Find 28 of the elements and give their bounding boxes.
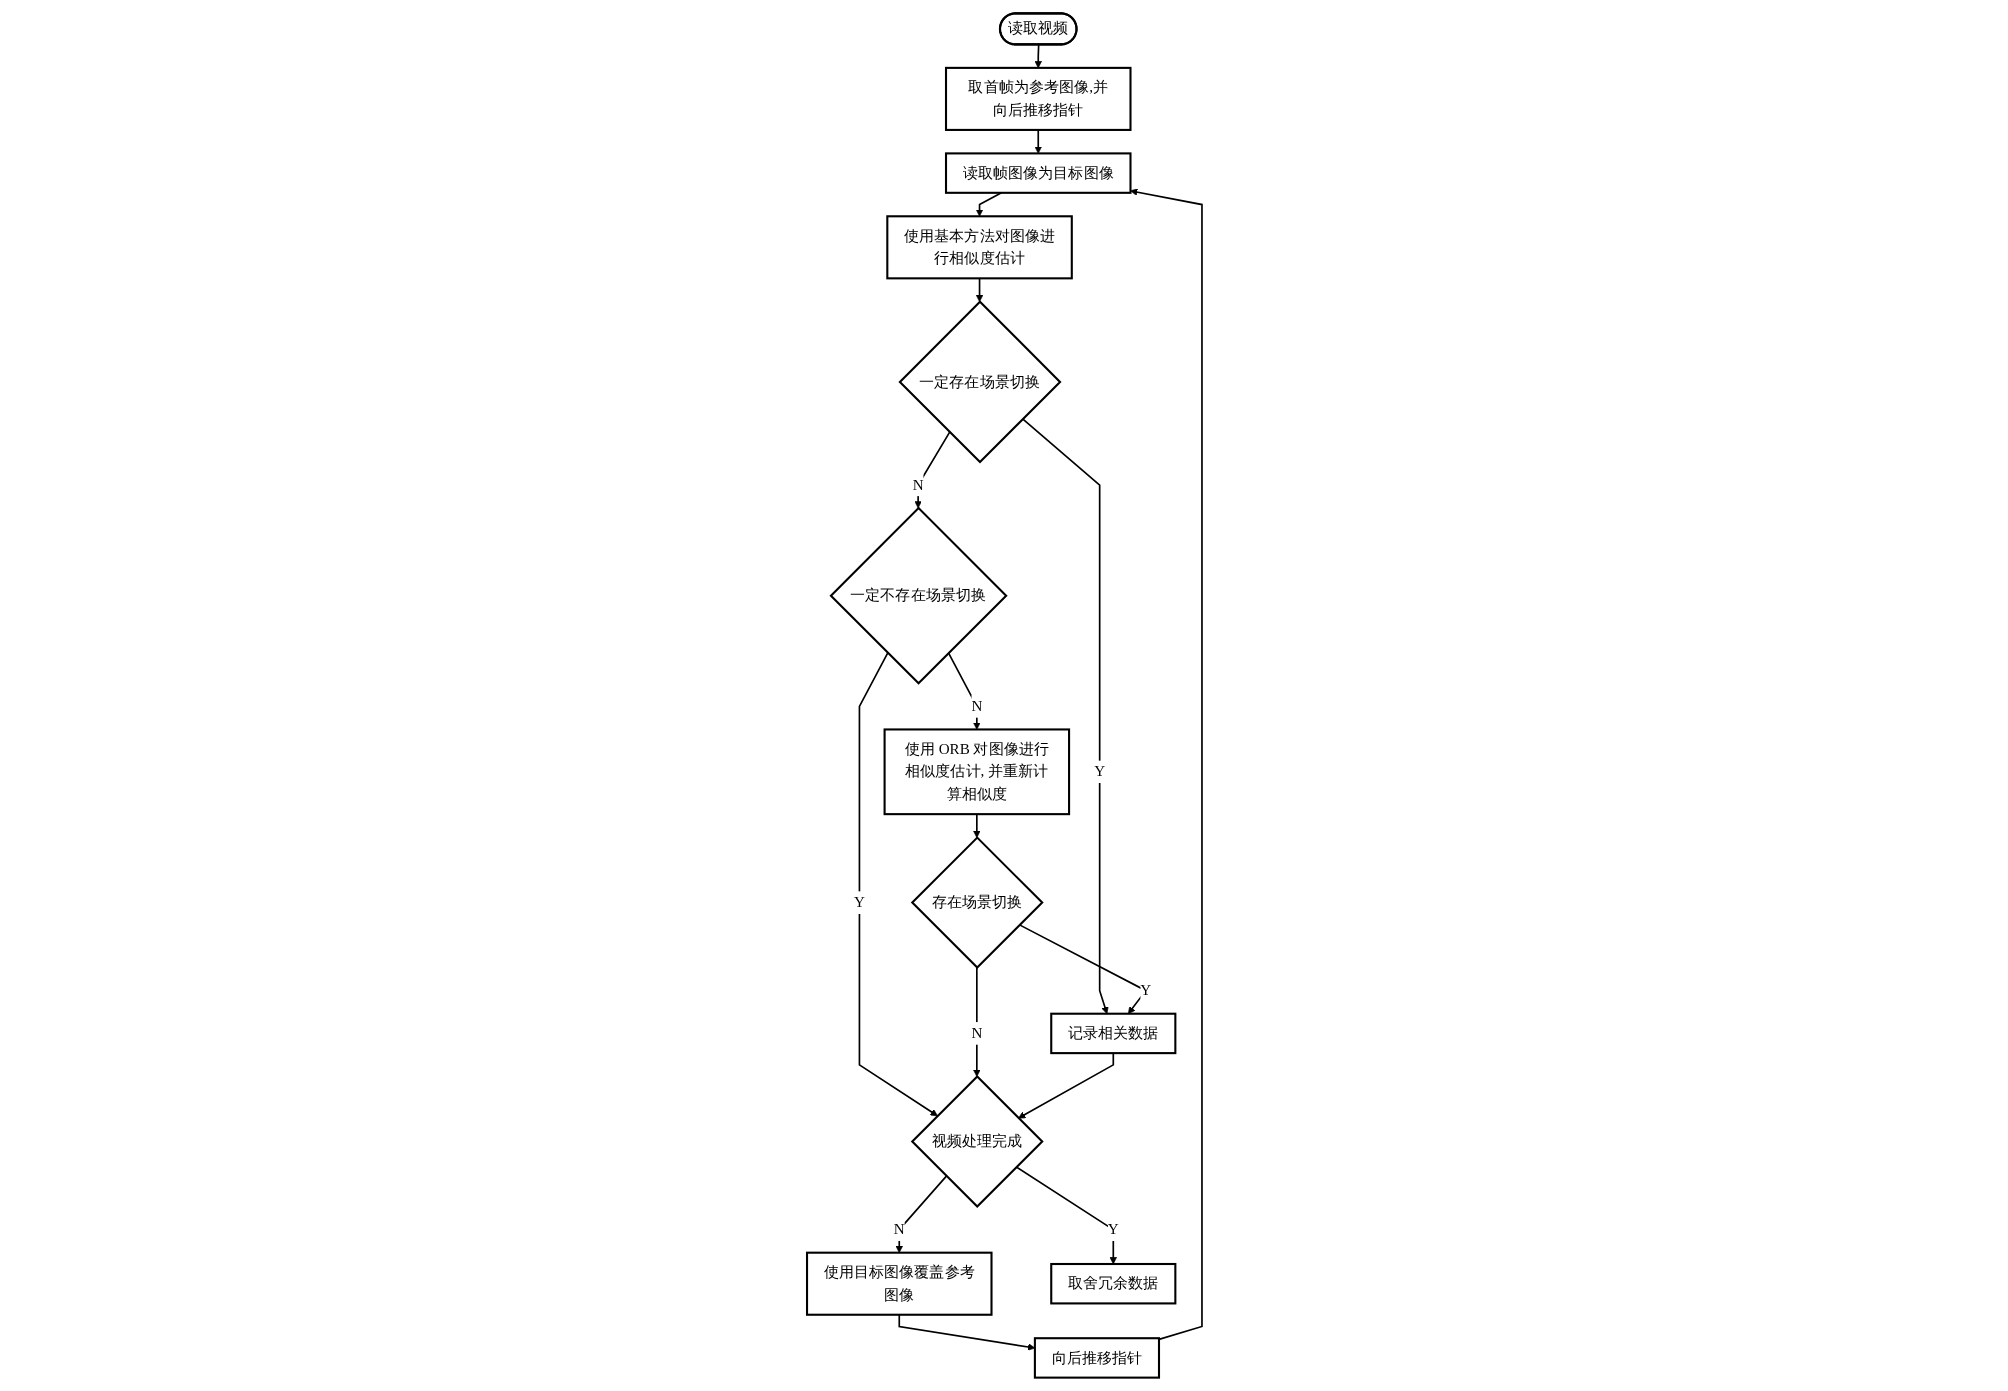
arrow <box>972 966 980 1077</box>
edge-label: N <box>970 1024 982 1042</box>
edge-label: Y <box>1093 763 1105 780</box>
edge-label: Y <box>1139 981 1151 999</box>
node-box: 向后推移指针 <box>1033 1337 1160 1379</box>
node-box: 读取帧图像为目标图像 <box>944 152 1132 194</box>
node-box: 取舍冗余数据 <box>1049 1262 1176 1305</box>
edge-label: N <box>970 697 982 715</box>
node-diamond: 一定存在场景切换 <box>897 300 1062 464</box>
arrow <box>1015 1166 1117 1265</box>
edge-label: N <box>912 476 924 493</box>
arrow <box>947 652 980 730</box>
node-box: 记录相关数据 <box>1049 1012 1176 1055</box>
edge-label: Y <box>853 893 865 911</box>
arrow <box>913 431 950 509</box>
arrow <box>1129 188 1203 1341</box>
node-box: 使用目标图像覆盖参考图像 <box>805 1251 993 1316</box>
arrow <box>858 652 938 1117</box>
edge-label: Y <box>1107 1220 1119 1238</box>
node-box: 取首帧为参考图像,并向后推移指针 <box>944 66 1132 131</box>
node-diamond: 视频处理完成 <box>910 1075 1044 1209</box>
node-diamond: 一定不存在场景切换 <box>828 506 1008 685</box>
node-box: 使用 ORB 对图像进行相似度估计, 并重新计算相似度 <box>883 728 1070 816</box>
arrow <box>1034 129 1042 154</box>
edge-label: N <box>893 1220 905 1238</box>
node-diamond: 存在场景切换 <box>910 836 1044 970</box>
node-box: 使用基本方法对图像进行相似度估计 <box>885 215 1073 280</box>
arrow <box>895 1175 947 1253</box>
